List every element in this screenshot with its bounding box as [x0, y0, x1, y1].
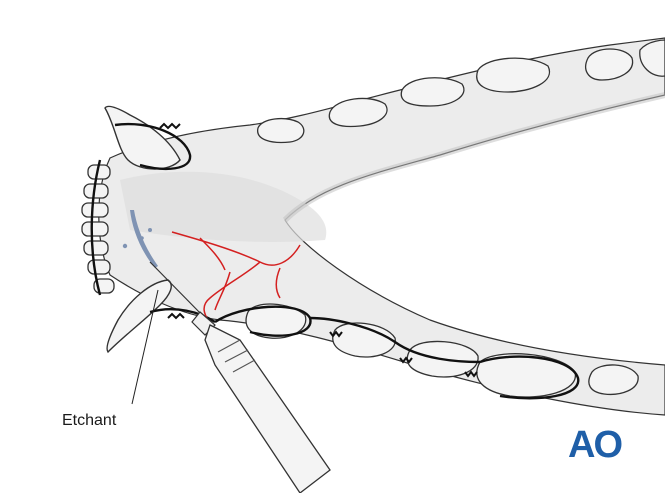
etchant-marks	[122, 210, 158, 268]
syringe-barrel	[204, 324, 331, 493]
syringe-needle	[149, 261, 206, 319]
etchant-label: Etchant	[62, 412, 117, 429]
incisors	[81, 164, 115, 294]
inner-ridge	[282, 92, 665, 223]
upper-teeth	[257, 39, 665, 144]
wire-loops	[90, 122, 580, 400]
callout-leader	[131, 289, 159, 405]
syringe	[149, 261, 331, 493]
wire-twists	[159, 122, 478, 378]
lower-teeth	[245, 303, 639, 398]
lower-canine	[106, 279, 172, 354]
bone-shading	[120, 171, 327, 242]
ao-logo-icon: AO	[568, 424, 623, 466]
mandible-bone	[98, 37, 665, 416]
fracture-lines	[171, 231, 301, 321]
syringe-rings	[217, 339, 256, 373]
